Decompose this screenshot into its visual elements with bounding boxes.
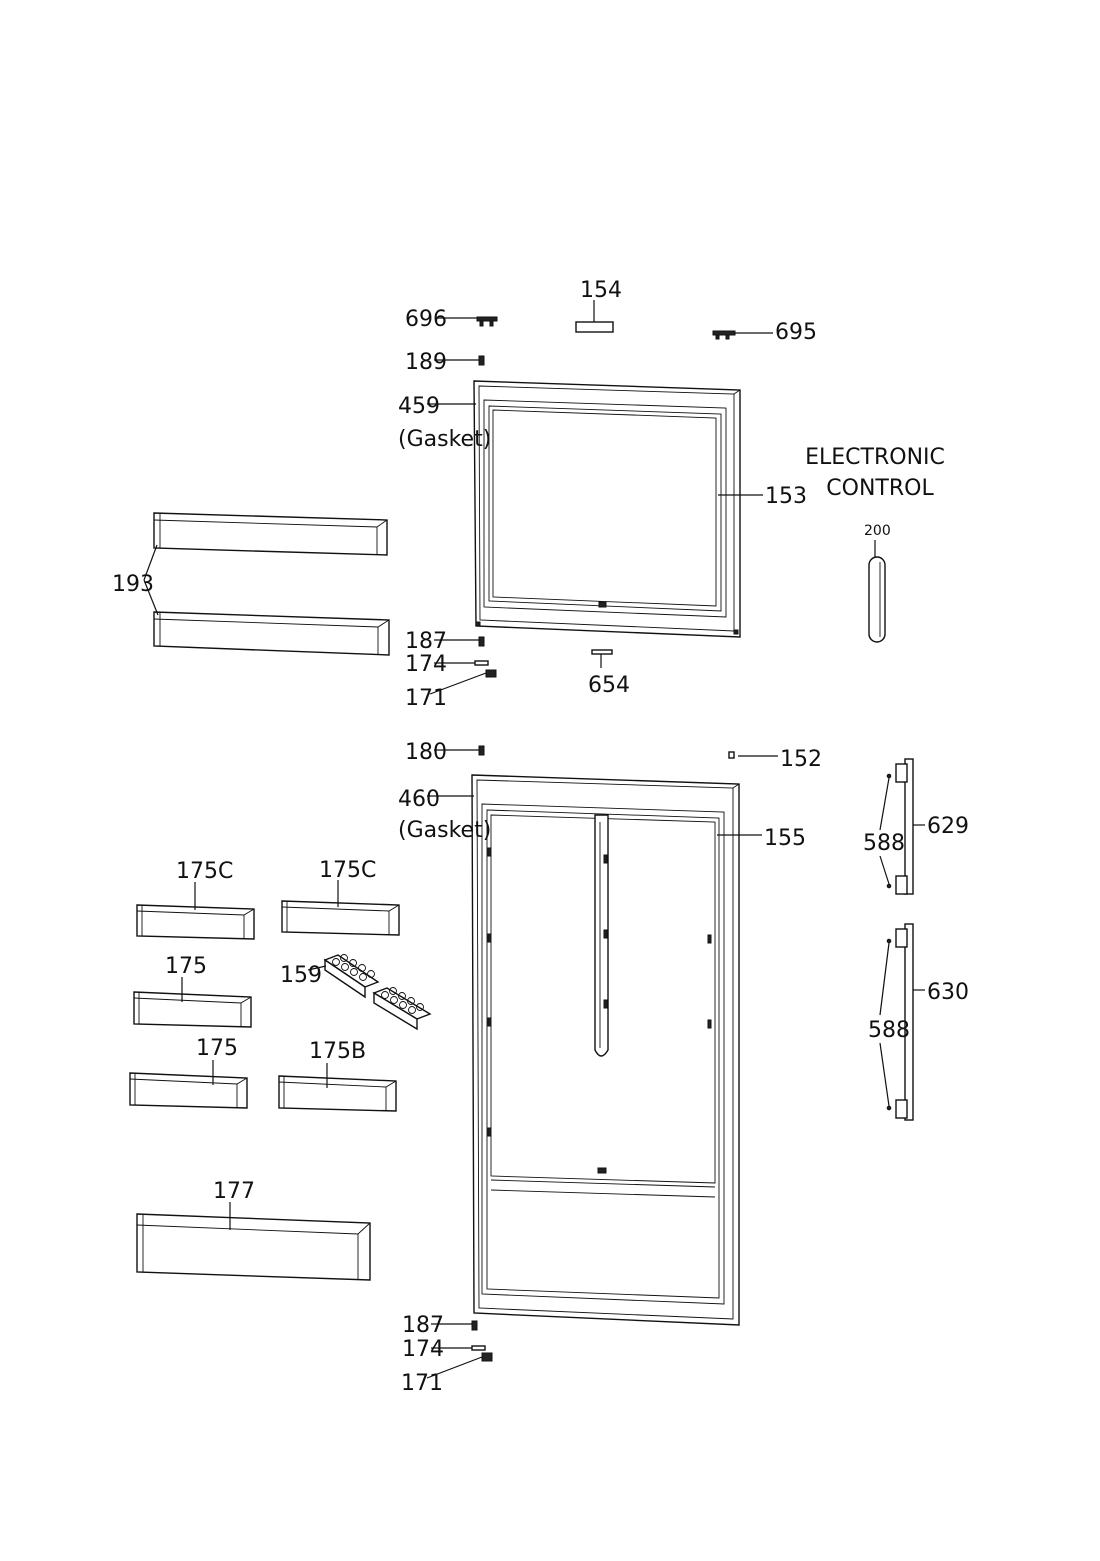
- part-189: 189: [405, 350, 485, 375]
- part-654: 654: [588, 649, 630, 698]
- label-175-a: 175: [165, 954, 207, 979]
- gasket-460: 460 (Gasket): [398, 787, 491, 843]
- part-187-bottom: 187: [402, 1313, 478, 1338]
- part-630-handle: 630: [895, 923, 969, 1121]
- part-175-bin-a: 175: [133, 954, 252, 1028]
- label-200: 200: [864, 523, 891, 539]
- part-175-bin-b: 175: [129, 1036, 248, 1109]
- label-group-193: 193: [112, 544, 159, 616]
- part-174-top: 174: [405, 652, 489, 677]
- label-152: 152: [780, 747, 822, 772]
- label-187-top: 187: [405, 629, 447, 654]
- label-588-top: 588: [863, 831, 905, 856]
- label-459: 459: [398, 394, 440, 419]
- part-629-handle: 629: [895, 758, 969, 895]
- part-171-top: 171: [405, 669, 497, 711]
- part-175c-right-bin: 175C: [281, 858, 400, 936]
- label-155: 155: [764, 826, 806, 851]
- part-177-bin: 177: [136, 1179, 371, 1281]
- label-174-top: 174: [405, 652, 447, 677]
- label-group-588-bottom: 588: [868, 938, 910, 1111]
- label-189: 189: [405, 350, 447, 375]
- label-group-588-top: 588: [863, 773, 905, 889]
- label-154: 154: [580, 278, 622, 303]
- label-gasket-lower: (Gasket): [398, 818, 491, 843]
- label-175-b: 175: [196, 1036, 238, 1061]
- part-171-bottom: 171: [401, 1352, 493, 1396]
- part-159-egg-trays: 159: [280, 954, 432, 1031]
- label-174-bottom: 174: [402, 1337, 444, 1362]
- label-175c-left: 175C: [176, 859, 233, 884]
- label-175b: 175B: [309, 1039, 366, 1064]
- part-154: 154: [575, 278, 622, 333]
- section-title-line-1: ELECTRONIC: [805, 445, 945, 470]
- label-654: 654: [588, 673, 630, 698]
- label-180: 180: [405, 740, 447, 765]
- label-153: 153: [765, 484, 807, 509]
- part-175b-bin: 175B: [278, 1039, 397, 1112]
- label-630: 630: [927, 980, 969, 1005]
- label-695: 695: [775, 320, 817, 345]
- label-696: 696: [405, 307, 447, 332]
- label-177: 177: [213, 1179, 255, 1204]
- part-180: 180: [405, 740, 485, 765]
- label-187-bottom: 187: [402, 1313, 444, 1338]
- part-187-top: 187: [405, 629, 485, 654]
- label-171-bottom: 171: [401, 1371, 443, 1396]
- lower-door-liner: [471, 774, 740, 1326]
- part-152: 152: [728, 747, 822, 772]
- section-title-line-2: CONTROL: [826, 476, 934, 501]
- label-629: 629: [927, 814, 969, 839]
- part-193-shelf-bottom: [153, 611, 390, 656]
- label-588-bottom: 588: [868, 1018, 910, 1043]
- label-gasket-upper: (Gasket): [398, 427, 491, 452]
- part-175c-left-bin: 175C: [136, 859, 255, 940]
- gasket-459: 459 (Gasket): [398, 394, 491, 452]
- label-193: 193: [112, 572, 154, 597]
- electronic-control-title: ELECTRONIC CONTROL: [805, 445, 945, 501]
- part-200-handle: 200: [864, 523, 891, 643]
- part-696: 696: [405, 307, 498, 332]
- part-193-shelf-top: [153, 512, 388, 556]
- label-159: 159: [280, 963, 322, 988]
- label-group-153: 153: [718, 484, 807, 509]
- label-171-top: 171: [405, 686, 447, 711]
- label-group-155: 155: [717, 826, 806, 851]
- upper-door-liner: [473, 380, 741, 638]
- part-695: 695: [712, 320, 817, 345]
- label-175c-right: 175C: [319, 858, 376, 883]
- part-174-bottom: 174: [402, 1337, 486, 1362]
- label-460: 460: [398, 787, 440, 812]
